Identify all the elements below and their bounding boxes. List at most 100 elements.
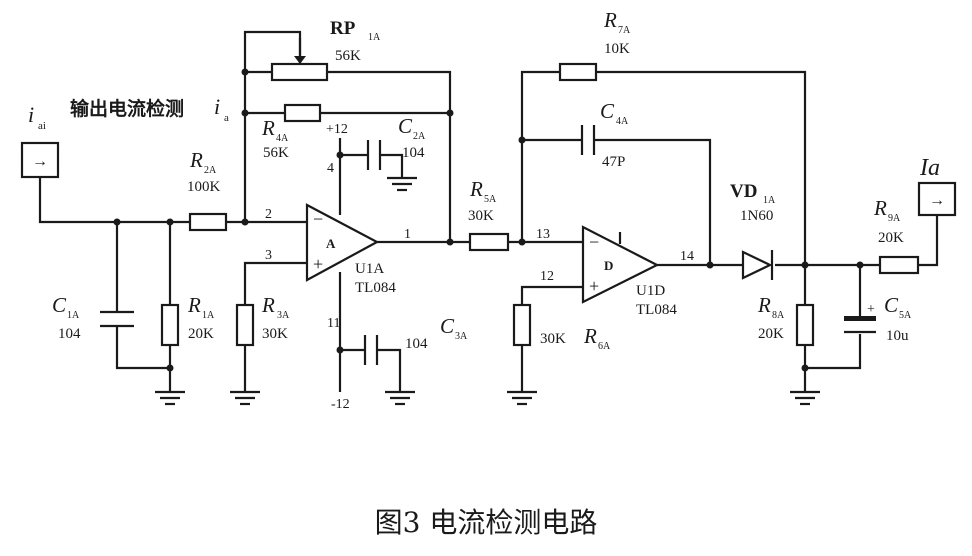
opamp-a: − +	[305, 203, 380, 282]
r5-name: R	[469, 177, 483, 201]
r3-value: 30K	[262, 326, 288, 342]
junction-dot	[336, 151, 344, 159]
labels: i ai 输出电流检测 i a R 2A 100K C 1A 104 R 1A …	[28, 8, 940, 539]
junction-dot	[801, 261, 809, 269]
c3-value: 104	[405, 336, 428, 352]
junction-dot	[518, 238, 526, 246]
resistor-r4	[283, 103, 322, 123]
c1-name: C	[52, 293, 67, 317]
input-signal-label: i	[28, 102, 34, 127]
junction-dot	[241, 109, 249, 117]
c3-name: C	[440, 314, 455, 338]
wire-c5-bottom	[805, 334, 862, 370]
opamp-d-designator: U1D	[636, 283, 665, 299]
c2-subscript: 2A	[413, 131, 426, 142]
c5-subscript: 5A	[899, 310, 912, 321]
opamp-a-part: TL084	[355, 280, 396, 296]
rp1-name: RP	[330, 18, 356, 39]
r1-subscript: 1A	[202, 310, 215, 321]
output-current-detect-label: 输出电流检测	[70, 97, 184, 120]
diode-vd1	[741, 250, 774, 280]
wire-r7-right	[596, 70, 807, 265]
r7-value: 10K	[604, 41, 630, 57]
r6-value: 30K	[540, 331, 566, 347]
ground-icon	[387, 176, 417, 192]
opamp-d-symbol	[581, 225, 660, 304]
opamp-a-symbol	[305, 203, 380, 282]
minus-icon: −	[589, 232, 599, 252]
r5-value: 30K	[468, 208, 494, 224]
junction-dot	[801, 364, 809, 372]
junction-dot	[706, 261, 714, 269]
junction-dot	[241, 218, 249, 226]
opamp-d-letter: D	[604, 258, 613, 273]
r8-value: 20K	[758, 326, 784, 342]
plus-icon: +	[589, 276, 599, 296]
r8-subscript: 8A	[772, 310, 785, 321]
pin-2-label: 2	[265, 207, 272, 222]
resistor-r8	[795, 303, 815, 347]
r2-value: 100K	[187, 179, 221, 195]
resistor-r1	[160, 303, 180, 347]
r8-name: R	[757, 293, 771, 317]
c4-name: C	[600, 99, 615, 123]
capacitor-c4	[580, 125, 596, 155]
potentiometer-arrow-icon	[294, 56, 306, 64]
capacitor-c5: +	[844, 302, 876, 334]
vd1-subscript: 1A	[763, 195, 776, 206]
opamp-a-letter: A	[326, 236, 336, 251]
input-signal-subscript: ai	[38, 120, 46, 132]
input-terminal-box	[20, 141, 60, 179]
plus-icon: +	[313, 254, 323, 274]
r7-name: R	[603, 8, 617, 32]
pin-4-label: 4	[327, 161, 334, 176]
arrow-right-icon: →	[32, 153, 48, 170]
c3-subscript: 3A	[455, 331, 468, 342]
wire-r9-out	[918, 215, 939, 267]
r3-name: R	[261, 293, 275, 317]
ground-icon	[790, 390, 820, 406]
junction-dot	[446, 109, 454, 117]
r6-name: R	[583, 324, 597, 348]
vd1-name: VD	[730, 181, 757, 202]
wire-c1-bottom	[115, 326, 170, 370]
arrow-right-icon: →	[929, 192, 945, 209]
terminal-input: →	[20, 141, 60, 179]
c5-name: C	[884, 293, 899, 317]
capacitors: +	[100, 125, 876, 365]
wire-c4-right	[594, 138, 712, 265]
polarity-plus-icon: +	[867, 302, 875, 317]
ground-icon	[230, 390, 260, 406]
r7-subscript: 7A	[618, 25, 631, 36]
c5-value: 10u	[886, 328, 909, 344]
wire-c2-right	[380, 153, 404, 178]
c1-subscript: 1A	[67, 310, 80, 321]
junctions	[113, 68, 864, 372]
feedback-signal-subscript: a	[224, 112, 229, 124]
pin-14-label: 14	[680, 249, 694, 264]
ground-icon	[155, 390, 185, 406]
grounds	[155, 176, 820, 406]
junction-dot	[241, 68, 249, 76]
r5-subscript: 5A	[484, 194, 497, 205]
r2-name: R	[189, 148, 203, 172]
junction-dot	[166, 364, 174, 372]
resistor-r7	[558, 62, 598, 82]
r9-subscript: 9A	[888, 213, 901, 224]
wire-c3-right	[377, 348, 402, 392]
junction-dot	[518, 136, 526, 144]
figure-caption: 图3 电流检测电路	[375, 506, 598, 539]
r4-subscript: 4A	[276, 133, 289, 144]
potentiometer-rp1	[270, 62, 329, 82]
capacitor-c2	[366, 140, 382, 170]
rp1-value: 56K	[335, 48, 361, 64]
wire-rp-right	[327, 70, 452, 242]
wire-pin12-r6	[520, 285, 583, 305]
wire-pin3-r3	[243, 261, 307, 305]
capacitor-c3	[363, 335, 379, 365]
resistor-r3	[235, 303, 255, 347]
pin-3-label: 3	[265, 248, 272, 263]
resistors	[160, 38, 920, 347]
opamp-d-part: TL084	[636, 302, 677, 318]
